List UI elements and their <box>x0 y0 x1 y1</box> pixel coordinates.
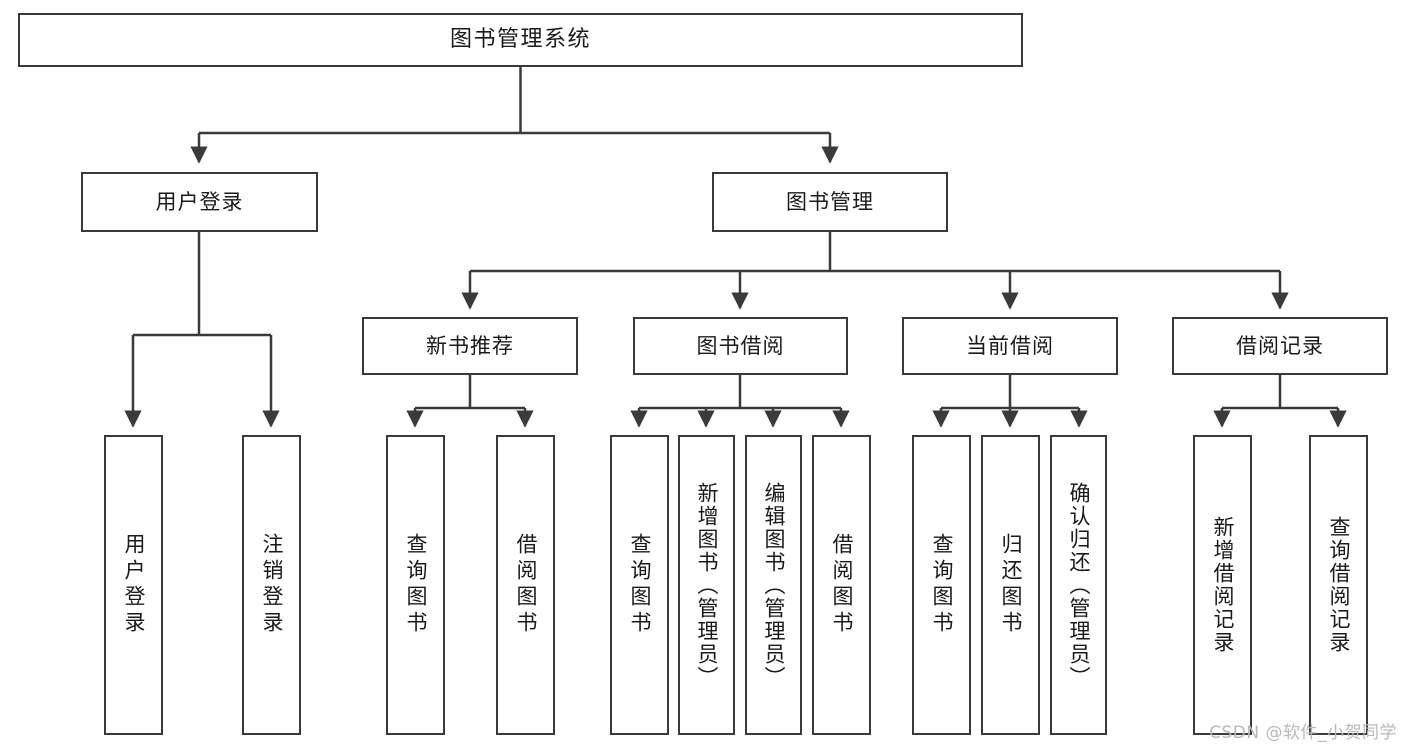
node-new-book-recommend-label: 新书推荐 <box>426 333 514 358</box>
node-leaf-query-book-3-label: 查询图书 <box>930 533 954 637</box>
node-leaf-borrow-book-2[interactable]: 借阅图书 <box>812 435 871 735</box>
node-book-manage[interactable]: 图书管理 <box>712 172 948 232</box>
node-borrow-record-label: 借阅记录 <box>1236 333 1324 358</box>
node-leaf-user-login-label: 用户登录 <box>122 533 146 637</box>
node-leaf-user-logout-label: 注销登录 <box>260 533 284 637</box>
node-leaf-return-book[interactable]: 归还图书 <box>981 435 1040 735</box>
node-borrow-record[interactable]: 借阅记录 <box>1172 317 1388 375</box>
node-new-book-recommend[interactable]: 新书推荐 <box>362 317 578 375</box>
node-leaf-edit-book[interactable]: 编辑图书（管理员） <box>745 435 802 735</box>
node-leaf-borrow-book-2-label: 借阅图书 <box>830 533 854 637</box>
node-leaf-confirm-return[interactable]: 确认归还（管理员） <box>1050 435 1107 735</box>
node-leaf-user-logout[interactable]: 注销登录 <box>242 435 301 735</box>
node-root-system-label: 图书管理系统 <box>449 27 591 53</box>
node-leaf-query-book-3[interactable]: 查询图书 <box>912 435 971 735</box>
node-leaf-add-record[interactable]: 新增借阅记录 <box>1193 435 1252 735</box>
node-leaf-user-login[interactable]: 用户登录 <box>104 435 163 735</box>
node-leaf-edit-book-label: 编辑图书（管理员） <box>762 481 786 689</box>
node-user-login-label: 用户登录 <box>155 189 244 214</box>
node-book-borrow-label: 图书借阅 <box>696 333 785 358</box>
node-current-borrow-label: 当前借阅 <box>966 333 1054 358</box>
node-leaf-query-book-1[interactable]: 查询图书 <box>386 435 445 735</box>
node-current-borrow[interactable]: 当前借阅 <box>902 317 1118 375</box>
node-leaf-return-book-label: 归还图书 <box>999 533 1023 637</box>
node-leaf-query-book-2[interactable]: 查询图书 <box>610 435 669 735</box>
node-user-login[interactable]: 用户登录 <box>81 172 318 232</box>
node-leaf-add-record-label: 新增借阅记录 <box>1211 516 1235 654</box>
node-leaf-borrow-book-1-label: 借阅图书 <box>514 533 538 637</box>
node-book-borrow[interactable]: 图书借阅 <box>633 317 848 375</box>
node-leaf-borrow-book-1[interactable]: 借阅图书 <box>496 435 555 735</box>
node-leaf-query-book-1-label: 查询图书 <box>404 533 428 637</box>
node-leaf-add-book[interactable]: 新增图书（管理员） <box>678 435 735 735</box>
node-book-manage-label: 图书管理 <box>786 189 874 214</box>
node-leaf-query-record[interactable]: 查询借阅记录 <box>1309 435 1368 735</box>
node-leaf-query-book-2-label: 查询图书 <box>628 533 652 637</box>
node-leaf-query-record-label: 查询借阅记录 <box>1327 516 1351 654</box>
node-leaf-confirm-return-label: 确认归还（管理员） <box>1067 481 1091 689</box>
node-root-system[interactable]: 图书管理系统 <box>18 13 1023 67</box>
csdn-watermark: CSDN @软件_小贺同学 <box>1209 723 1397 743</box>
node-leaf-add-book-label: 新增图书（管理员） <box>695 481 719 689</box>
